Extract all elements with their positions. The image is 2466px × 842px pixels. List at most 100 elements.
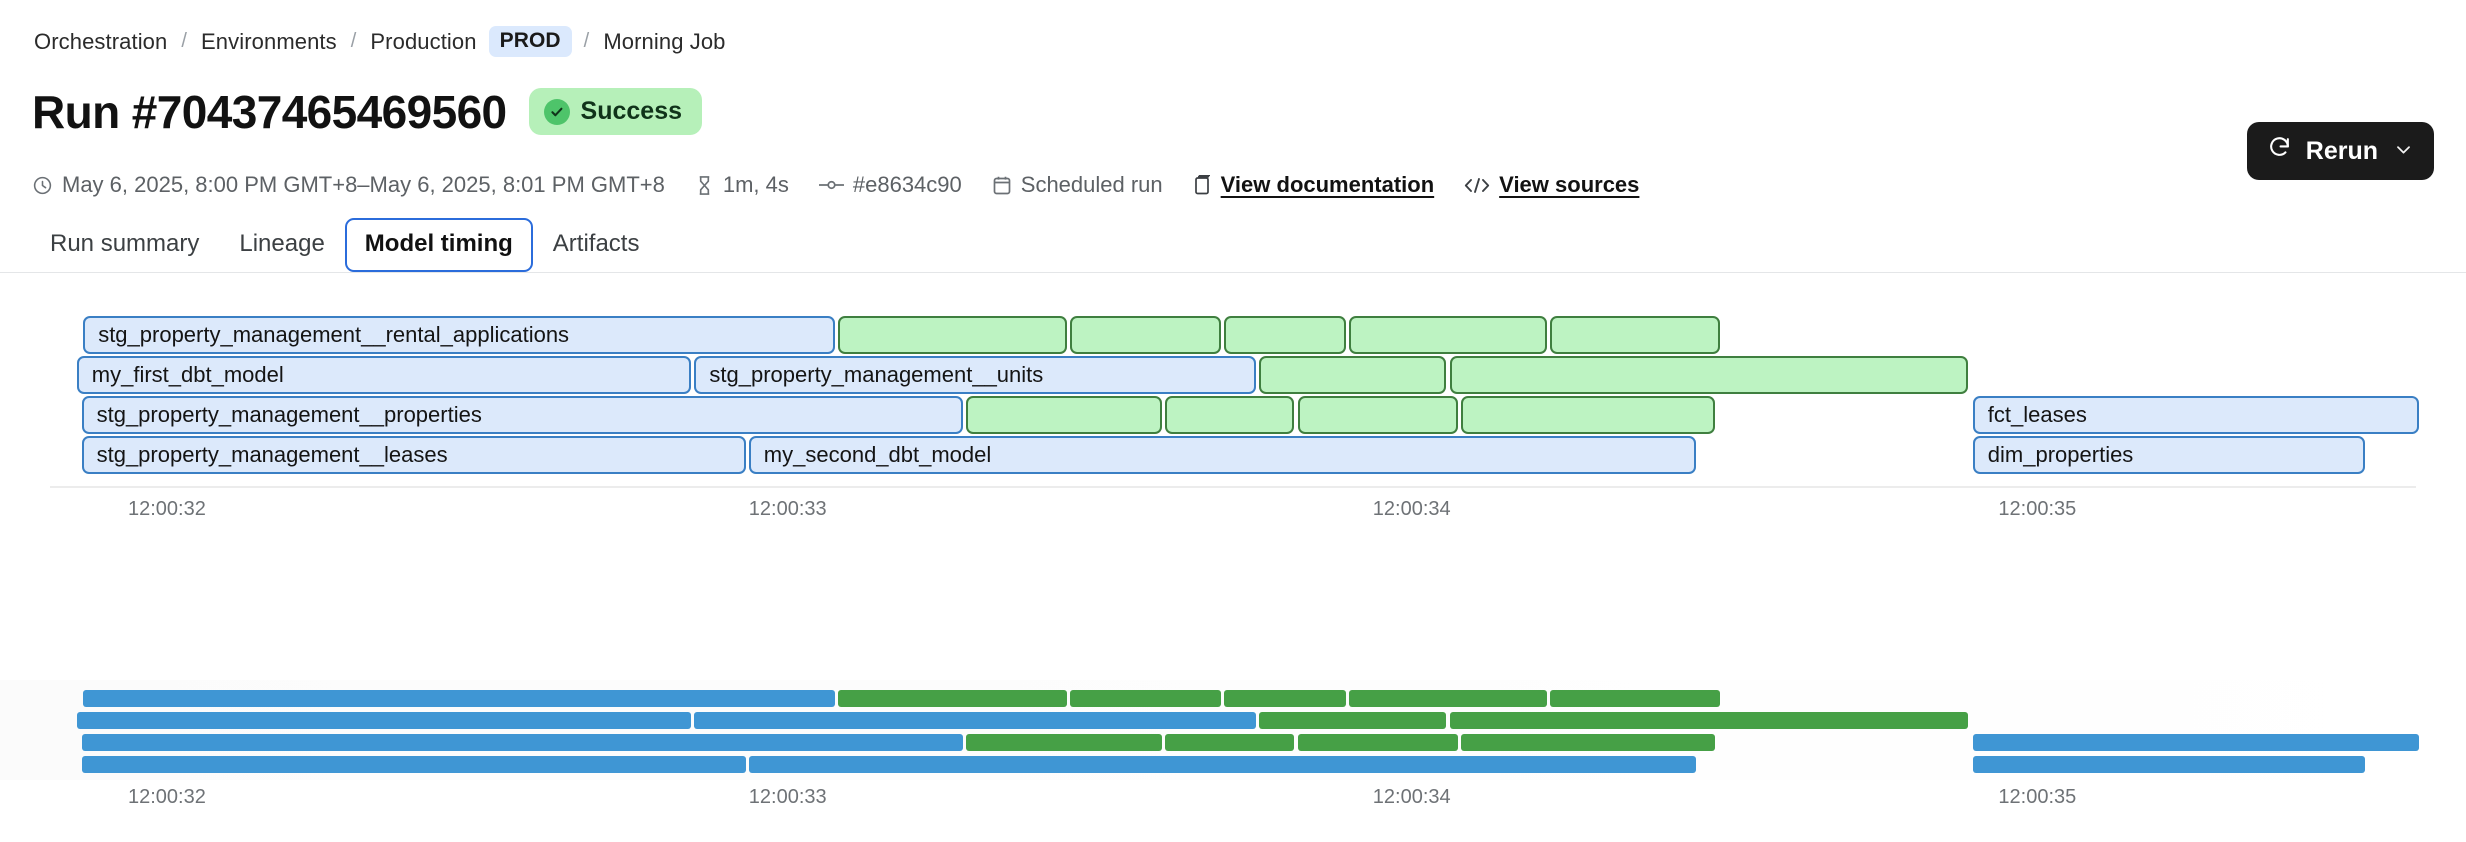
timeline-minimap[interactable]: 12:00:32 12:00:33 12:00:34 12:00:35 xyxy=(0,680,2466,808)
meta-duration-label: 1m, 4s xyxy=(722,172,789,197)
gantt-bar-test[interactable] xyxy=(1297,396,1458,434)
tab-artifacts[interactable]: Artifacts xyxy=(552,230,640,257)
minimap-bar[interactable] xyxy=(83,690,836,707)
gantt-bar-test[interactable] xyxy=(1070,316,1221,354)
hourglass-icon xyxy=(695,175,714,196)
minimap-bar[interactable] xyxy=(1297,734,1458,751)
minimap-bar[interactable] xyxy=(838,690,1068,707)
minimap-bar[interactable] xyxy=(1224,690,1346,707)
breadcrumb-item-production[interactable]: Production xyxy=(370,28,477,54)
gantt-bar-test[interactable] xyxy=(1460,396,1716,434)
gantt-bar-test[interactable] xyxy=(838,316,1068,354)
gantt-bar-test[interactable] xyxy=(1259,356,1447,394)
code-icon xyxy=(1464,176,1490,195)
breadcrumb-item-orchestration[interactable]: Orchestration xyxy=(34,28,168,54)
model-timing-gantt[interactable]: stg_property_management__rental_applicat… xyxy=(0,290,2466,610)
gantt-bar-fct_leases[interactable]: fct_leases xyxy=(1972,396,2420,434)
minimap-bar[interactable] xyxy=(966,734,1162,751)
breadcrumb-item-environments[interactable]: Environments xyxy=(201,28,337,54)
gantt-bar-stg_property_management__rental_applications[interactable]: stg_property_management__rental_applicat… xyxy=(83,316,836,354)
gantt-bar-test[interactable] xyxy=(966,396,1162,434)
minimap-axis-tick: 12:00:34 xyxy=(1372,786,1451,808)
minimap-bar[interactable] xyxy=(1070,690,1221,707)
minimap-track xyxy=(0,690,2466,707)
page-title: Run #70437465469560 xyxy=(32,85,507,138)
gantt-track: stg_property_management__rental_applicat… xyxy=(0,316,2466,354)
gantt-bar-test[interactable] xyxy=(1449,356,1968,394)
meta-commit: #e8634c90 xyxy=(818,172,962,198)
gantt-bar-dim_properties[interactable]: dim_properties xyxy=(1972,436,2365,474)
gantt-bar-test[interactable] xyxy=(1224,316,1346,354)
meta-timestamp-label: May 6, 2025, 8:00 PM GMT+8–May 6, 2025, … xyxy=(62,172,665,197)
meta-duration: 1m, 4s xyxy=(695,172,789,198)
gantt-bar-test[interactable] xyxy=(1164,396,1295,434)
minimap-bar[interactable] xyxy=(1348,690,1548,707)
chevron-down-icon[interactable] xyxy=(2394,137,2413,166)
gantt-bar-stg_property_management__units[interactable]: stg_property_management__units xyxy=(694,356,1256,394)
gantt-track: stg_property_management__properties fct_l… xyxy=(0,396,2466,434)
minimap-track xyxy=(0,734,2466,751)
minimap-axis-line xyxy=(50,780,2416,782)
tab-model-timing[interactable]: Model timing xyxy=(344,218,533,272)
minimap-bar[interactable] xyxy=(76,712,692,729)
calendar-icon xyxy=(992,175,1012,196)
tab-divider xyxy=(0,272,2466,273)
minimap-bar[interactable] xyxy=(748,756,1696,773)
tab-bar: Run summary Lineage Model timing Artifacts xyxy=(30,218,659,272)
environment-badge: PROD xyxy=(488,26,572,57)
gantt-bar-my_second_dbt_model[interactable]: my_second_dbt_model xyxy=(748,436,1696,474)
gantt-bar-label: fct_leases xyxy=(1987,402,2087,427)
minimap-bar[interactable] xyxy=(1460,734,1716,751)
minimap-bar[interactable] xyxy=(1972,734,2420,751)
tab-lineage[interactable]: Lineage xyxy=(239,230,325,257)
check-circle-icon xyxy=(543,98,570,125)
meta-commit-label: #e8634c90 xyxy=(852,172,962,197)
gantt-bar-label: my_second_dbt_model xyxy=(763,442,992,467)
status-badge: Success xyxy=(528,88,703,135)
minimap-bar[interactable] xyxy=(1259,712,1447,729)
book-icon xyxy=(1193,174,1212,196)
gantt-track: stg_property_management__leases my_second… xyxy=(0,436,2466,474)
refresh-icon xyxy=(2267,135,2292,167)
minimap-track xyxy=(0,712,2466,729)
gantt-axis-tick: 12:00:32 xyxy=(128,498,206,520)
minimap-bar[interactable] xyxy=(1550,690,1720,707)
run-metadata: May 6, 2025, 8:00 PM GMT+8–May 6, 2025, … xyxy=(32,172,1669,198)
gantt-axis-line xyxy=(50,486,2416,488)
gantt-bar-label: stg_property_management__units xyxy=(709,362,1044,387)
gantt-bar-label: stg_property_management__rental_applicat… xyxy=(98,322,570,347)
gantt-bar-test[interactable] xyxy=(1550,316,1720,354)
gantt-bar-stg_property_management__leases[interactable]: stg_property_management__leases xyxy=(81,436,746,474)
minimap-bar[interactable] xyxy=(1972,756,2365,773)
gantt-axis-tick: 12:00:34 xyxy=(1372,498,1451,520)
tab-run-summary[interactable]: Run summary xyxy=(50,230,200,257)
breadcrumb-item-morning-job[interactable]: Morning Job xyxy=(603,28,726,54)
minimap-bar[interactable] xyxy=(81,734,964,751)
gantt-axis-tick: 12:00:33 xyxy=(748,498,827,520)
view-documentation-link[interactable]: View documentation xyxy=(1220,172,1435,197)
meta-docs[interactable]: View documentation xyxy=(1193,172,1435,198)
minimap-bar[interactable] xyxy=(1164,734,1295,751)
gantt-bar-label: stg_property_management__properties xyxy=(96,402,482,427)
git-commit-icon xyxy=(818,176,844,194)
breadcrumb-separator: / xyxy=(583,30,590,52)
view-sources-link[interactable]: View sources xyxy=(1499,172,1640,197)
minimap-axis-tick: 12:00:35 xyxy=(1998,786,2077,808)
meta-sources[interactable]: View sources xyxy=(1464,172,1639,198)
clock-icon xyxy=(32,175,53,196)
minimap-axis-tick: 12:00:33 xyxy=(748,786,827,808)
minimap-bar[interactable] xyxy=(81,756,746,773)
rerun-button[interactable]: Rerun xyxy=(2246,122,2434,180)
minimap-bar[interactable] xyxy=(694,712,1256,729)
title-row: Run #70437465469560 Success xyxy=(32,85,703,138)
gantt-bar-my_first_dbt_model[interactable]: my_first_dbt_model xyxy=(76,356,692,394)
meta-trigger: Scheduled run xyxy=(992,172,1163,198)
minimap-bar[interactable] xyxy=(1449,712,1968,729)
gantt-bar-stg_property_management__properties[interactable]: stg_property_management__properties xyxy=(81,396,964,434)
meta-timestamp: May 6, 2025, 8:00 PM GMT+8–May 6, 2025, … xyxy=(32,172,665,198)
gantt-bar-test[interactable] xyxy=(1348,316,1548,354)
minimap-axis-tick: 12:00:32 xyxy=(128,786,206,808)
gantt-axis-tick: 12:00:35 xyxy=(1998,498,2077,520)
rerun-label: Rerun xyxy=(2305,136,2378,165)
